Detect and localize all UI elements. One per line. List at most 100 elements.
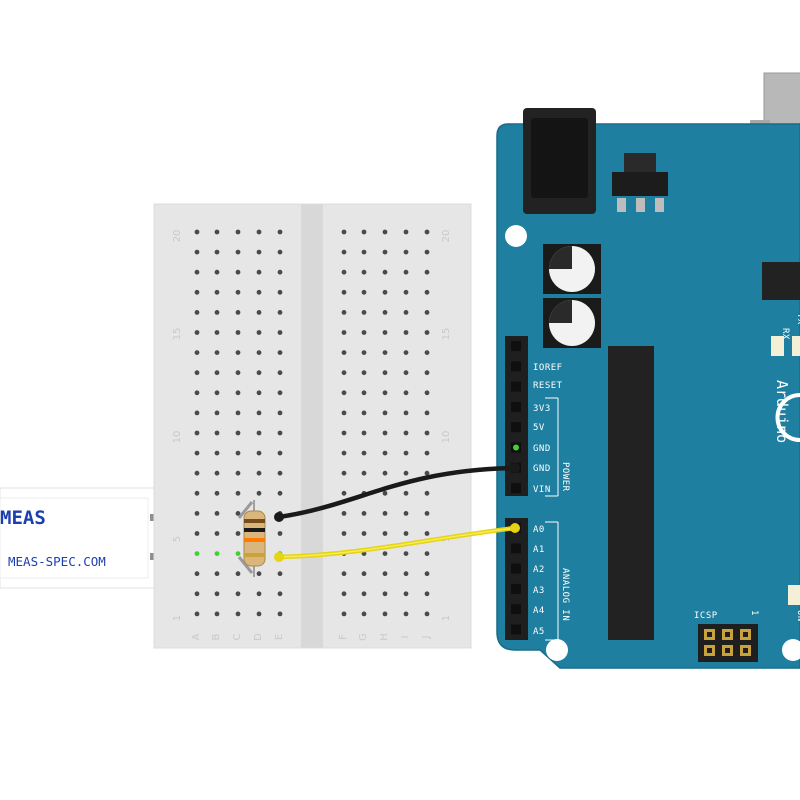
breadboard-hole — [194, 531, 200, 536]
breadboard-hole — [194, 470, 200, 476]
pin-label-gnd-2: GND — [533, 464, 551, 474]
breadboard-hole — [403, 249, 409, 255]
breadboard-hole — [424, 390, 430, 396]
breadboard-hole — [341, 490, 347, 496]
breadboard-hole — [424, 470, 430, 476]
breadboard-hole — [214, 430, 220, 436]
breadboard-hole — [194, 571, 200, 577]
breadboard-hole — [361, 571, 367, 577]
resistor-band-3 — [244, 538, 265, 542]
rx-label: RX — [780, 328, 790, 340]
breadboard-hole — [235, 611, 241, 617]
breadboard-hole — [256, 430, 262, 436]
power-header — [505, 336, 528, 496]
breadboard-hole — [361, 390, 367, 396]
breadboard-hole — [403, 490, 409, 496]
capacitor-1 — [543, 244, 601, 294]
pin-label-a1: A1 — [533, 545, 545, 555]
breadboard-hole — [235, 350, 241, 355]
pin-label-a5: A5 — [533, 627, 545, 637]
breadboard-hole — [277, 269, 283, 275]
column-letter-e: E — [274, 634, 285, 640]
breadboard-hole — [361, 511, 367, 516]
breadboard-hole — [403, 229, 409, 235]
breadboard-hole — [194, 289, 200, 295]
header-pin — [511, 543, 521, 554]
microcontroller-chip — [608, 346, 654, 640]
breadboard: 20 15 10 5 1 20 15 10 5 1 A B C D E F G … — [153, 203, 472, 649]
wire-a0-end-breadboard — [274, 552, 284, 562]
breadboard-hole — [424, 410, 430, 416]
breadboard-hole — [277, 249, 283, 255]
breadboard-hole — [214, 310, 220, 315]
breadboard-hole — [277, 591, 283, 597]
pin-label-a0: A0 — [533, 525, 545, 535]
breadboard-hole — [341, 350, 347, 355]
column-letter-i: I — [400, 636, 411, 639]
rx-led — [771, 336, 784, 356]
icsp-pin-center — [725, 648, 730, 653]
breadboard-hole — [256, 249, 262, 255]
breadboard-hole — [194, 511, 200, 516]
breadboard-hole — [214, 269, 220, 275]
arduino-logo: Arduino — [773, 380, 791, 443]
breadboard-hole — [235, 330, 241, 335]
breadboard-hole — [341, 269, 347, 275]
wire-gnd — [276, 465, 518, 520]
breadboard-hole — [424, 269, 430, 275]
breadboard-hole — [382, 470, 388, 476]
breadboard-hole — [235, 249, 241, 255]
breadboard-hole — [382, 310, 388, 315]
breadboard-hole — [277, 289, 283, 295]
breadboard-hole — [361, 310, 367, 315]
breadboard-hole — [382, 269, 388, 275]
breadboard-hole — [214, 531, 220, 536]
breadboard-hole — [277, 390, 283, 396]
breadboard-hole — [235, 450, 241, 456]
row-number-1-right: 1 — [441, 615, 452, 621]
breadboard-hole — [256, 490, 262, 496]
breadboard-hole — [235, 511, 241, 516]
breadboard-hole — [403, 370, 409, 376]
breadboard-hole — [235, 310, 241, 315]
breadboard-hole — [235, 390, 241, 396]
breadboard-hole — [403, 470, 409, 476]
wire-gnd-end-breadboard — [274, 512, 284, 522]
breadboard-hole — [341, 310, 347, 315]
breadboard-hole — [382, 390, 388, 396]
pin-label-a4: A4 — [533, 606, 545, 616]
breadboard-hole — [424, 551, 430, 556]
breadboard-hole — [424, 531, 430, 536]
pin-label-ioref: IOREF — [533, 363, 563, 373]
analog-pin-labels: A0 A1 A2 A3 A4 A5 — [533, 525, 545, 637]
breadboard-hole — [341, 470, 347, 476]
breadboard-hole — [194, 350, 200, 355]
pin-label-gnd-1: GND — [533, 444, 551, 454]
breadboard-hole — [214, 450, 220, 456]
breadboard-hole — [382, 571, 388, 577]
row-number-1-left: 1 — [172, 615, 183, 621]
breadboard-hole — [277, 611, 283, 617]
breadboard-hole — [256, 450, 262, 456]
pin-label-a3: A3 — [533, 586, 545, 596]
breadboard-hole — [341, 330, 347, 335]
breadboard-hole — [214, 370, 220, 376]
breadboard-hole — [194, 310, 200, 315]
breadboard-hole — [382, 430, 388, 436]
breadboard-hole — [403, 310, 409, 315]
resistor-band-2 — [244, 528, 265, 532]
breadboard-hole — [361, 330, 367, 335]
breadboard-hole — [341, 229, 347, 235]
icsp-pin-center — [743, 632, 748, 637]
breadboard-hole — [341, 450, 347, 456]
header-pin — [511, 604, 521, 615]
breadboard-hole — [341, 390, 347, 396]
header-pin — [511, 624, 521, 635]
breadboard-hole — [256, 591, 262, 597]
breadboard-hole — [361, 249, 367, 255]
pin-label-3v3: 3V3 — [533, 404, 551, 414]
breadboard-hole — [235, 470, 241, 476]
column-letter-j: J — [421, 636, 432, 640]
tx-label: TX — [795, 313, 800, 325]
